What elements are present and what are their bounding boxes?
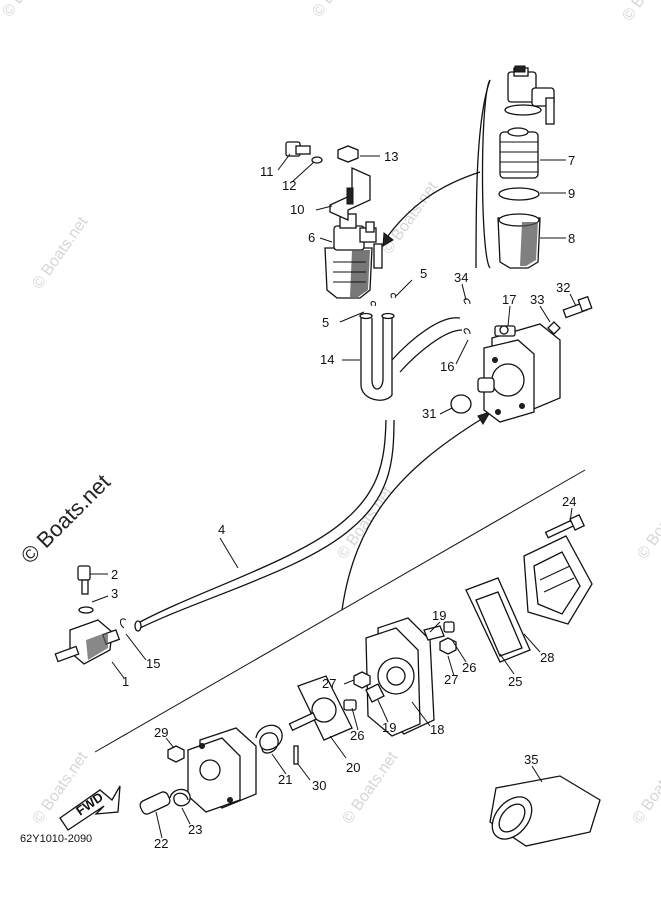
callout-3: 3 <box>111 586 118 601</box>
callout-17: 17 <box>502 292 516 307</box>
callout-16: 16 <box>440 359 454 374</box>
fuel-hose-4 <box>134 419 395 632</box>
callout-11: 11 <box>260 164 274 179</box>
callout-34: 34 <box>454 270 468 285</box>
callout-15: 15 <box>146 656 160 671</box>
callout-20: 20 <box>346 760 360 775</box>
diagram-code: 62Y1010-2090 <box>20 833 92 845</box>
hose-clips <box>119 293 471 629</box>
callout-4: 4 <box>218 522 225 537</box>
callout-2: 2 <box>111 567 118 582</box>
callout-29: 29 <box>154 725 168 740</box>
callout-5b: 5 <box>322 315 329 330</box>
callout-35: 35 <box>524 752 538 767</box>
callout-7: 7 <box>568 153 575 168</box>
watermark: © Boats.net <box>309 0 371 20</box>
callout-5a: 5 <box>420 266 427 281</box>
callout-26b: 26 <box>350 728 364 743</box>
callout-28: 28 <box>540 650 554 665</box>
callout-6: 6 <box>308 230 315 245</box>
callout-27b: 27 <box>444 672 458 687</box>
watermark: © Boats.net <box>29 213 91 292</box>
callout-30: 30 <box>312 778 326 793</box>
watermark: © Boats.net <box>619 0 661 24</box>
callout-1: 1 <box>122 674 129 689</box>
fwd-arrow-icon: FWD <box>59 785 121 831</box>
callout-9: 9 <box>568 186 575 201</box>
callout-12: 12 <box>282 178 296 193</box>
callout-8: 8 <box>568 231 575 246</box>
pump-exploded-parts <box>139 514 601 847</box>
callout-10: 10 <box>290 202 304 217</box>
callout-24: 24 <box>562 494 576 509</box>
fuel-pump-assembly <box>450 295 593 423</box>
callout-23: 23 <box>188 822 202 837</box>
fuel-filter <box>324 213 383 299</box>
callout-26a: 26 <box>462 660 476 675</box>
callout-14: 14 <box>320 352 334 367</box>
callout-22: 22 <box>154 836 168 851</box>
watermark-large: © Boats.net <box>16 469 115 568</box>
callout-19a: 19 <box>432 608 446 623</box>
callout-27a: 27 <box>322 676 336 691</box>
callout-33: 33 <box>530 292 544 307</box>
watermark: © Boats.net <box>0 0 62 20</box>
callout-13: 13 <box>384 149 398 164</box>
callout-18: 18 <box>430 722 444 737</box>
fuel-joint <box>54 565 121 665</box>
watermark: © Boats.net <box>634 483 661 562</box>
callout-31: 31 <box>422 406 436 421</box>
assembly-lines <box>94 79 586 753</box>
callout-21: 21 <box>278 772 292 787</box>
leader-lines <box>90 153 577 839</box>
watermark: © Boats.net <box>334 483 396 562</box>
watermark: © Boats.net <box>379 178 441 257</box>
callout-32: 32 <box>556 280 570 295</box>
watermark: © Boats.net <box>629 748 661 827</box>
callout-25: 25 <box>508 674 522 689</box>
callout-19b: 19 <box>382 720 396 735</box>
filter-bracket <box>285 141 371 222</box>
filter-inset <box>497 65 555 269</box>
callouts: 1 2 3 4 5 5 6 7 8 9 10 11 12 13 14 15 16… <box>111 149 576 851</box>
fuel-hose-14 <box>359 312 463 401</box>
